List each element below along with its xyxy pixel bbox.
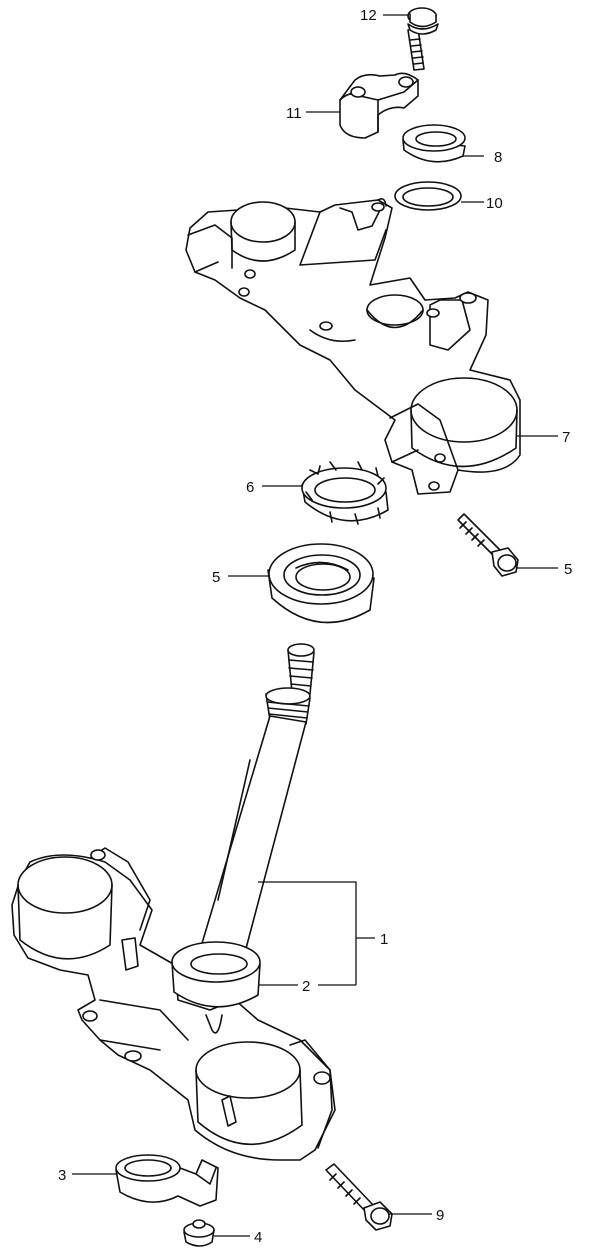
part-10-washer: [394, 181, 462, 211]
callout-9: 8: [494, 149, 502, 166]
part-2-seal: [171, 941, 261, 1008]
callout-3: 3: [58, 1167, 66, 1184]
part-11-clamp: [339, 72, 419, 139]
part-1-steering-stem: [11, 643, 336, 1161]
callout-4: 4: [254, 1229, 262, 1246]
part-12-bolt: [407, 7, 439, 71]
callout-5-lower: 9: [436, 1207, 444, 1224]
callout-8: 7: [562, 429, 570, 446]
part-7-stem-nut: [301, 461, 389, 525]
callout-5-upper: 5: [564, 561, 572, 578]
part-6-bearing: [267, 543, 375, 624]
part-5-bolt-lower: [325, 1163, 393, 1231]
leader-lines: [72, 14, 558, 1237]
callout-7: 6: [246, 479, 254, 496]
part-8-upper-bracket: [185, 198, 521, 495]
part-4-bolt: [183, 1219, 215, 1247]
callout-11: 11: [286, 105, 302, 122]
part-9-seal: [402, 124, 466, 163]
callout-10: 10: [486, 195, 503, 212]
callout-2: 2: [302, 978, 310, 995]
part-3-clamp: [115, 1154, 219, 1207]
leader-1: [258, 881, 375, 985]
callout-1: 1: [380, 931, 388, 948]
callout-labels: 12 11 8 10 7 6 5 5 1 2 3 4 9: [58, 7, 572, 1246]
callout-12: 12: [360, 7, 377, 24]
callout-6: 5: [212, 569, 220, 586]
part-5-bolt-upper: [457, 513, 519, 577]
